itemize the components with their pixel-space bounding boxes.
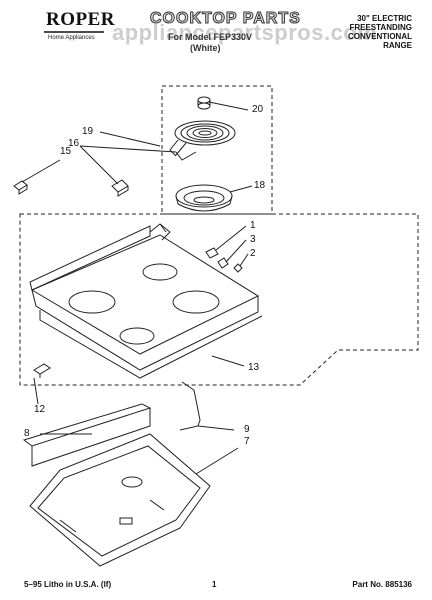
watermark: appliancepartspros.com — [112, 20, 378, 45]
callout-13: 13 — [248, 362, 260, 373]
burner-box — [29, 433, 211, 567]
brand-name: ROPER — [46, 9, 115, 30]
model-number: For Model FEP330V — [168, 32, 253, 42]
brand-logo — [42, 10, 106, 34]
footer-part-number: Part No. 885136 — [352, 580, 412, 589]
surface-element — [169, 120, 236, 161]
product-line: CONVENTIONAL — [348, 32, 412, 41]
rear-trim — [22, 403, 152, 467]
drip-bowl — [175, 184, 233, 212]
cooktop-assembly-box — [19, 213, 419, 386]
element-cap — [197, 96, 211, 110]
callout-12: 12 — [34, 404, 46, 415]
product-line: RANGE — [383, 41, 412, 50]
page-title: COOKTOP PARTS — [150, 10, 301, 28]
mounting-clip — [33, 363, 51, 378]
callout-18: 18 — [254, 180, 266, 191]
product-description: 30" ELECTRIC FREESTANDING CONVENTIONAL R… — [302, 14, 412, 50]
brand-subtitle: Home Appliances — [48, 35, 95, 41]
brand-logo-underline — [44, 31, 104, 33]
product-line: FREESTANDING — [349, 23, 412, 32]
callout-15: 15 — [60, 146, 72, 157]
callout-1: 1 — [250, 220, 256, 231]
callout-19: 19 — [82, 126, 94, 137]
callout-3: 3 — [250, 234, 256, 245]
callout-9: 9 — [244, 424, 250, 435]
footer-print-info: 5–95 Litho in U.S.A. (lf) — [24, 580, 112, 589]
lift-rod — [179, 381, 201, 431]
hinge-parts — [205, 247, 243, 273]
color-note: (White) — [190, 43, 221, 53]
footer-page-number: 1 — [212, 580, 217, 589]
callout-2: 2 — [250, 248, 256, 259]
callout-7: 7 — [244, 436, 250, 447]
callout-20: 20 — [252, 104, 264, 115]
cooktop-panel — [29, 223, 263, 379]
leader-lines — [21, 101, 253, 475]
callout-8: 8 — [24, 428, 30, 439]
element-receptacle — [111, 179, 129, 197]
element-terminal-block — [13, 180, 28, 195]
product-line: 30" ELECTRIC — [357, 14, 412, 23]
callout-16: 16 — [68, 138, 80, 149]
